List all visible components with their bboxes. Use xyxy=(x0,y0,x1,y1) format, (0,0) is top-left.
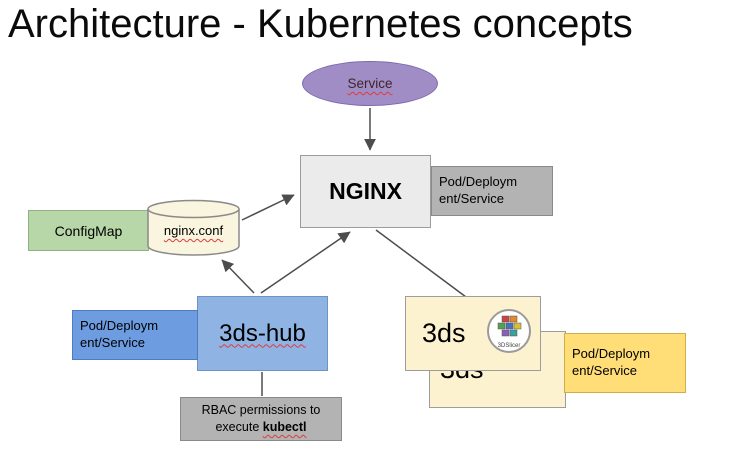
hub-pod-label: Pod/Deploym ent/Service xyxy=(80,318,159,350)
rbac-line2: execute kubectl xyxy=(215,420,307,434)
3ds-label: 3ds xyxy=(422,318,466,348)
slicer-logo-caption: 3DSlicer xyxy=(498,343,521,349)
nginx-conf-cylinder: nginx.conf xyxy=(146,199,241,257)
3ds-hub-box: 3ds-hub xyxy=(197,296,328,371)
kubectl-label: kubectl xyxy=(262,420,307,434)
3ds-hub-label: 3ds-hub xyxy=(219,319,306,347)
configmap-label: ConfigMap xyxy=(54,222,123,239)
nginx-pod-label: Pod/Deploym ent/Service xyxy=(439,174,518,206)
configmap-box: ConfigMap xyxy=(28,210,149,251)
service-ellipse: Service xyxy=(302,61,438,106)
nginx-box: NGINX xyxy=(300,155,431,228)
arrow-nginxconf-to-nginx xyxy=(241,194,295,221)
rbac-box: RBAC permissions to execute kubectl xyxy=(180,397,342,441)
app-pod-label: Pod/Deploym ent/Service xyxy=(572,346,651,378)
cylinder-shape-icon xyxy=(147,199,240,256)
nginx-label: NGINX xyxy=(329,178,402,204)
nginx-conf-label: nginx.conf xyxy=(163,223,224,238)
slide-title: Architecture - Kubernetes concepts xyxy=(8,2,633,46)
3ds-box: 3ds 3DSlicer xyxy=(405,296,541,371)
line-nginx-to-3ds xyxy=(375,229,467,298)
app-pod-deployment-box: Pod/Deploym ent/Service xyxy=(564,333,686,393)
arrow-hub-to-nginx xyxy=(260,231,351,294)
service-label: Service xyxy=(347,76,393,91)
hub-pod-deployment-box: Pod/Deploym ent/Service xyxy=(72,310,198,360)
rbac-line1: RBAC permissions to xyxy=(201,403,321,418)
3d-slicer-logo-icon: 3DSlicer xyxy=(487,309,531,353)
nginx-pod-deployment-box: Pod/Deploym ent/Service xyxy=(431,166,553,216)
arrow-hub-to-nginxconf xyxy=(221,259,255,294)
